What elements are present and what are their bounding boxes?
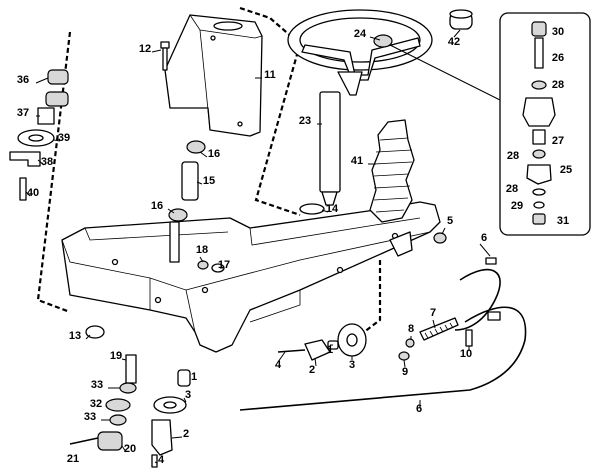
detail-inset xyxy=(389,12,591,236)
callout-c30: 30 xyxy=(552,26,564,38)
callout-c19: 19 xyxy=(110,350,122,362)
callout-c37: 37 xyxy=(17,107,29,119)
throttle-cables xyxy=(239,257,527,411)
callout-c1b: 1 xyxy=(327,344,333,356)
callout-c33b: 33 xyxy=(84,411,96,423)
callout-c40: 40 xyxy=(27,187,39,199)
callout-c3b: 3 xyxy=(349,359,355,371)
callout-c2b: 2 xyxy=(309,364,315,376)
spindle-stack xyxy=(69,140,206,468)
callout-c25: 25 xyxy=(560,164,572,176)
callout-c14: 14 xyxy=(326,203,339,215)
callout-labels: 1122334456678910111213141516161718192021… xyxy=(17,26,572,466)
cap xyxy=(449,9,473,30)
callout-c20: 20 xyxy=(124,443,136,455)
callout-c3a: 3 xyxy=(185,389,191,401)
callout-c10: 10 xyxy=(460,348,472,360)
leader-lines xyxy=(25,29,491,464)
callout-c13: 13 xyxy=(69,330,81,342)
steering-wheel xyxy=(287,9,433,81)
callout-c21: 21 xyxy=(67,453,79,465)
callout-c5: 5 xyxy=(447,215,453,227)
callout-c41: 41 xyxy=(351,155,363,167)
callout-c2a: 2 xyxy=(183,428,189,440)
callout-c42: 42 xyxy=(448,36,460,48)
callout-c1a: 1 xyxy=(191,371,197,383)
callout-c12: 12 xyxy=(139,43,151,55)
callout-c4b: 4 xyxy=(275,359,282,371)
callout-c27: 27 xyxy=(552,135,564,147)
callout-c7: 7 xyxy=(430,307,436,319)
callout-c33a: 33 xyxy=(91,379,103,391)
callout-c29: 29 xyxy=(511,200,523,212)
callout-c38: 38 xyxy=(41,156,53,168)
callout-c8: 8 xyxy=(408,323,414,335)
callout-c17: 17 xyxy=(218,259,230,271)
callout-c31: 31 xyxy=(557,215,569,227)
left-parts-stack xyxy=(9,69,69,201)
callout-c26: 26 xyxy=(552,52,564,64)
callout-c23: 23 xyxy=(299,115,311,127)
callout-c16a: 16 xyxy=(208,148,220,160)
callout-c28a: 28 xyxy=(552,79,564,91)
callout-c6a: 6 xyxy=(481,232,487,244)
steering-shaft xyxy=(299,71,363,215)
callout-c15: 15 xyxy=(203,175,215,187)
bolts xyxy=(160,41,225,273)
steering-support-bracket xyxy=(164,14,263,137)
callout-c9: 9 xyxy=(402,366,408,378)
callout-c24: 24 xyxy=(354,28,367,40)
right-mechanism xyxy=(277,232,473,361)
callout-c32: 32 xyxy=(90,398,102,410)
mower-frame xyxy=(61,201,441,353)
callout-c28b: 28 xyxy=(507,150,519,162)
callout-c6b: 6 xyxy=(416,403,422,415)
callout-c18: 18 xyxy=(196,244,208,256)
callout-c28c: 28 xyxy=(506,183,518,195)
steering-boot xyxy=(369,119,415,223)
callout-c39: 39 xyxy=(58,132,70,144)
callout-c16b: 16 xyxy=(151,200,163,212)
callout-c11: 11 xyxy=(264,69,276,81)
callout-c4a: 4 xyxy=(158,454,165,466)
callout-c36: 36 xyxy=(17,74,29,86)
